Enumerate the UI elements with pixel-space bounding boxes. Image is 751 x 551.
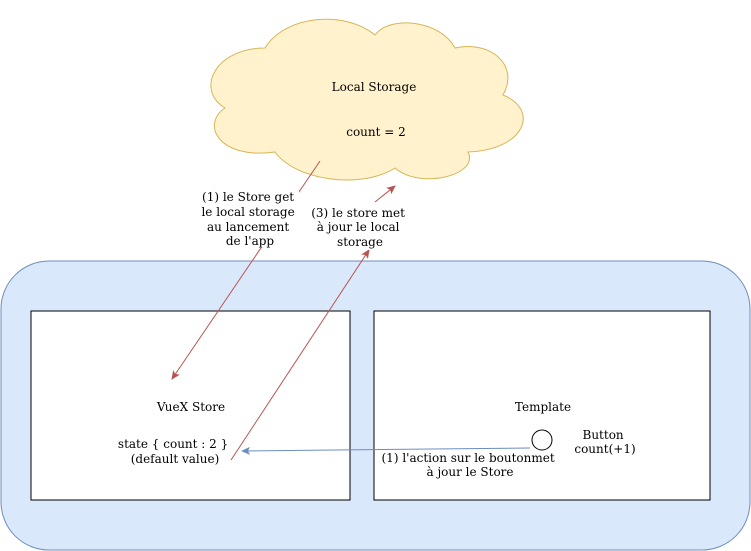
store-get-label-line: de l'app [226, 234, 275, 248]
vuex-store-default-line: (default value) [131, 452, 220, 466]
store-set-label-line: (3) le store met [311, 206, 405, 220]
button-action-label-line: à jour le Store [426, 465, 513, 479]
button-action-label-line: (1) l'action sur le boutonmet [382, 451, 555, 465]
store-set-arrow-lower [230, 249, 370, 461]
template-title: Template [515, 400, 571, 414]
button-label: Button count(+1) [574, 428, 635, 456]
vuex-store-box [30, 310, 351, 501]
store-get-label-line: (1) le Store get [202, 190, 294, 204]
store-set-label: (3) le store met à jour le local storage [311, 206, 409, 249]
store-set-label-bg [311, 204, 409, 250]
button-action-label-bg [383, 451, 558, 479]
store-set-label-line: storage [337, 235, 383, 249]
vuex-store-title: VueX Store [156, 400, 225, 414]
local-storage-title: Local Storage [332, 80, 417, 94]
store-set-arrow-upper [374, 185, 396, 203]
store-get-label-line: le local storage [201, 205, 294, 219]
local-storage-value: count = 2 [346, 125, 406, 139]
store-get-label: (1) le Store get le local storage au lan… [201, 190, 298, 248]
vuex-store-state: state { count : 2 } (default value) [118, 437, 232, 466]
button-circle[interactable] [531, 429, 553, 451]
local-storage-cloud [210, 18, 524, 181]
store-set-label-line: à jour le local [317, 220, 400, 234]
store-get-label-bg [201, 188, 299, 248]
store-get-label-line: au lancement [207, 220, 289, 234]
button-label-line: count(+1) [574, 442, 635, 456]
vuex-store-state-line: state { count : 2 } [118, 437, 228, 451]
button-action-arrow [241, 446, 531, 455]
button-action-label: (1) l'action sur le boutonmet à jour le … [382, 451, 559, 479]
button-label-line: Button [583, 428, 624, 442]
